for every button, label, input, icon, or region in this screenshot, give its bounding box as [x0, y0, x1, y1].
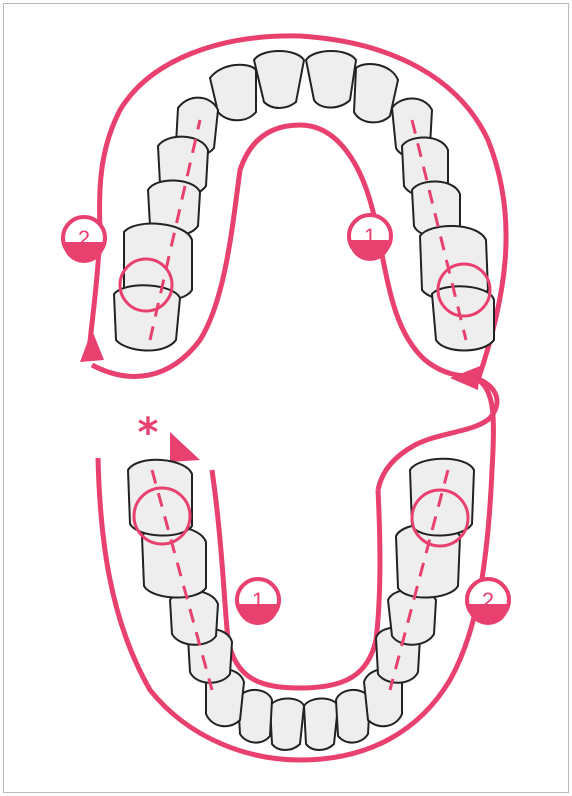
- tooth: [270, 699, 304, 751]
- upper-left-arrowhead: [80, 330, 104, 362]
- tooth: [432, 286, 494, 350]
- tooth: [354, 64, 398, 122]
- connector-arrowhead: [450, 366, 480, 390]
- badge-lower-left: 1: [237, 579, 279, 625]
- badge-upper-right: 1: [349, 215, 391, 261]
- lower-inner-path: [212, 470, 380, 688]
- badge-label: 1: [252, 588, 264, 613]
- badge-label: 1: [364, 224, 376, 249]
- tooth: [306, 51, 356, 108]
- badge-upper-left: 2: [63, 217, 105, 263]
- lower-teeth: [128, 459, 474, 750]
- tooth: [254, 51, 304, 108]
- upper-teeth: [114, 51, 494, 351]
- tooth: [170, 591, 218, 645]
- badge-label: 2: [482, 588, 494, 613]
- badge-lower-right: 2: [467, 579, 509, 625]
- start-star-marker: *: [138, 410, 159, 456]
- badge-label: 2: [78, 226, 90, 251]
- tooth: [142, 526, 206, 598]
- tooth: [304, 699, 338, 751]
- lower-start-arrowhead: [170, 432, 200, 462]
